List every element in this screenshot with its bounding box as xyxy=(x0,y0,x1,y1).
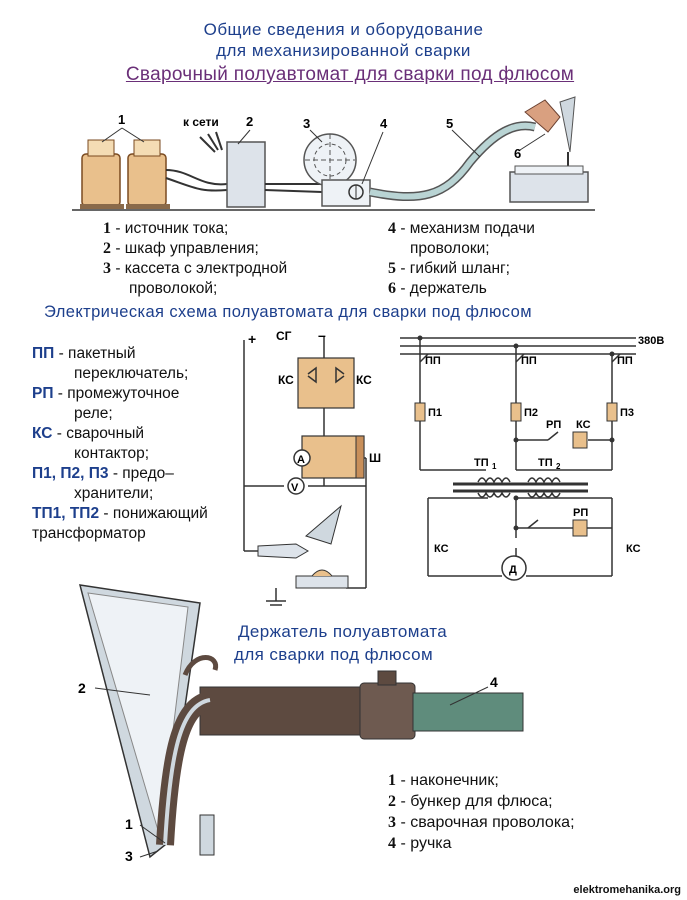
holder-title-line1: Держатель полуавтомата xyxy=(238,622,448,641)
legend-item: 6 - держатель xyxy=(388,280,487,297)
electrical-schema-title: Электрическая схема полуавтомата для сва… xyxy=(44,303,532,321)
voltage-label: 380В xyxy=(638,335,664,347)
equip-label-5: 5 xyxy=(446,116,453,131)
legend-item: 4 - механизм подачи xyxy=(388,220,535,237)
leader-1 xyxy=(139,824,166,844)
pp3-label: ПП xyxy=(617,355,633,367)
holder-label-4: 4 xyxy=(490,674,498,690)
holder-handle xyxy=(199,686,366,736)
transformer-tp2 xyxy=(527,477,561,484)
p3-label: П3 xyxy=(620,407,634,419)
page-title-line1: Общие сведения и оборудование xyxy=(203,20,484,39)
equipment-legend-left: 1 - источник тока; 2 - шкаф управления; … xyxy=(103,219,287,299)
holder-label-3: 3 xyxy=(125,848,133,864)
equip-label-mains: к сети xyxy=(183,115,219,129)
legend-item: 3 - кассета с электродной xyxy=(103,260,288,277)
p2-label: П2 xyxy=(524,407,538,419)
contact-nut xyxy=(199,814,215,856)
transformer-tp1 xyxy=(477,477,511,484)
equipment-legend-right: 4 - механизм подачи проволоки; 5 - гибки… xyxy=(388,219,535,299)
ks-right-label: КС xyxy=(356,373,372,387)
voltmeter-label: V xyxy=(291,482,299,494)
leader-4 xyxy=(449,686,489,706)
sh-label: Ш xyxy=(369,451,381,465)
fuse-p1 xyxy=(414,402,426,422)
holder-label-1: 1 xyxy=(125,816,133,832)
rp-bottom-label: РП xyxy=(573,507,588,519)
torch-holder xyxy=(257,543,309,559)
legend-item: 2 - шкаф управления; xyxy=(103,240,259,257)
site-watermark: elektromehanika.org xyxy=(573,884,681,896)
equipment-diagram: 1 к сети 2 3 4 5 6 xyxy=(72,96,595,211)
minus-label: – xyxy=(318,327,326,343)
equip-label-3: 3 xyxy=(303,116,310,131)
equip-label-1: 1 xyxy=(118,112,125,127)
equip-label-6: 6 xyxy=(514,146,521,161)
holder-with-hand xyxy=(524,96,576,172)
holder-title-line2: для сварки под флюсом xyxy=(234,645,434,664)
leader-2 xyxy=(94,687,151,696)
tp1-label: ТП xyxy=(474,457,489,469)
legend-item: проволокой; xyxy=(129,280,218,297)
voltmeter xyxy=(287,477,305,495)
plus-label: + xyxy=(248,331,256,347)
welding-wire xyxy=(163,698,211,846)
legend-item: 1 - источник тока; xyxy=(103,220,229,237)
legend-item: 4 - ручка xyxy=(388,835,452,852)
tp1-subscript: 1 xyxy=(492,462,497,471)
legend-item: 2 - бункер для флюса; xyxy=(388,793,553,810)
equip-label-2: 2 xyxy=(246,114,253,129)
workpiece xyxy=(509,171,589,203)
holder-label-2: 2 xyxy=(78,680,86,696)
welding-generator xyxy=(301,435,365,479)
tp2-subscript: 2 xyxy=(556,462,561,471)
abbreviation-list: ПП - пакетный переключатель; РП - промеж… xyxy=(32,345,208,542)
relay-rp-bottom xyxy=(572,519,588,537)
fuse-p3 xyxy=(606,402,618,422)
ammeter-label: А xyxy=(297,454,305,466)
holder-legend: 1 - наконечник; 2 - бункер для флюса; 3 … xyxy=(388,770,575,854)
contactor-ks xyxy=(297,357,355,409)
handle-hose xyxy=(412,692,524,732)
ammeter xyxy=(293,449,311,467)
ks-bottom-left-label: КС xyxy=(434,543,449,555)
pp2-label: ПП xyxy=(521,355,537,367)
welding-circuit-diagram: + – СГ КС КС А V Ш xyxy=(243,327,381,606)
legend-item: 3 - сварочная проволока; xyxy=(388,814,575,831)
power-source-1 xyxy=(80,139,124,209)
legend-item: 5 - гибкий шланг; xyxy=(388,260,510,277)
cable-1 xyxy=(165,169,228,186)
sg-label: СГ xyxy=(276,329,292,343)
page-title-line2: для механизированной сварки xyxy=(216,41,471,60)
tp2-label: ТП xyxy=(538,457,553,469)
ks-bottom-right-label: КС xyxy=(626,543,641,555)
control-cabinet xyxy=(226,141,266,208)
power-circuit-diagram: 380В ПП ПП ПП П1 П2 П3 РП КС ТП 1 ТП 2 Р… xyxy=(400,335,664,581)
fuse-p2 xyxy=(510,402,522,422)
cable-2 xyxy=(165,177,228,192)
ks-top-label: КС xyxy=(576,419,591,431)
pp1-label: ПП xyxy=(425,355,441,367)
ks-left-label: КС xyxy=(278,373,294,387)
cabinet-cables xyxy=(264,183,323,193)
page-subtitle: Сварочный полуавтомат для сварки под флю… xyxy=(125,64,575,85)
holder-diagram: 2 1 3 4 xyxy=(78,584,524,864)
motor-label: Д xyxy=(509,564,517,576)
leader-3 xyxy=(139,850,159,858)
legend-item: проволоки; xyxy=(410,240,490,257)
rp-top-label: РП xyxy=(546,419,561,431)
legend-item: 1 - наконечник; xyxy=(388,772,499,789)
equip-label-4: 4 xyxy=(380,116,388,131)
motor xyxy=(501,555,527,581)
relay-rp-top xyxy=(572,431,588,449)
p1-label: П1 xyxy=(428,407,442,419)
mains-wires xyxy=(199,131,223,153)
power-source-2 xyxy=(126,139,170,209)
